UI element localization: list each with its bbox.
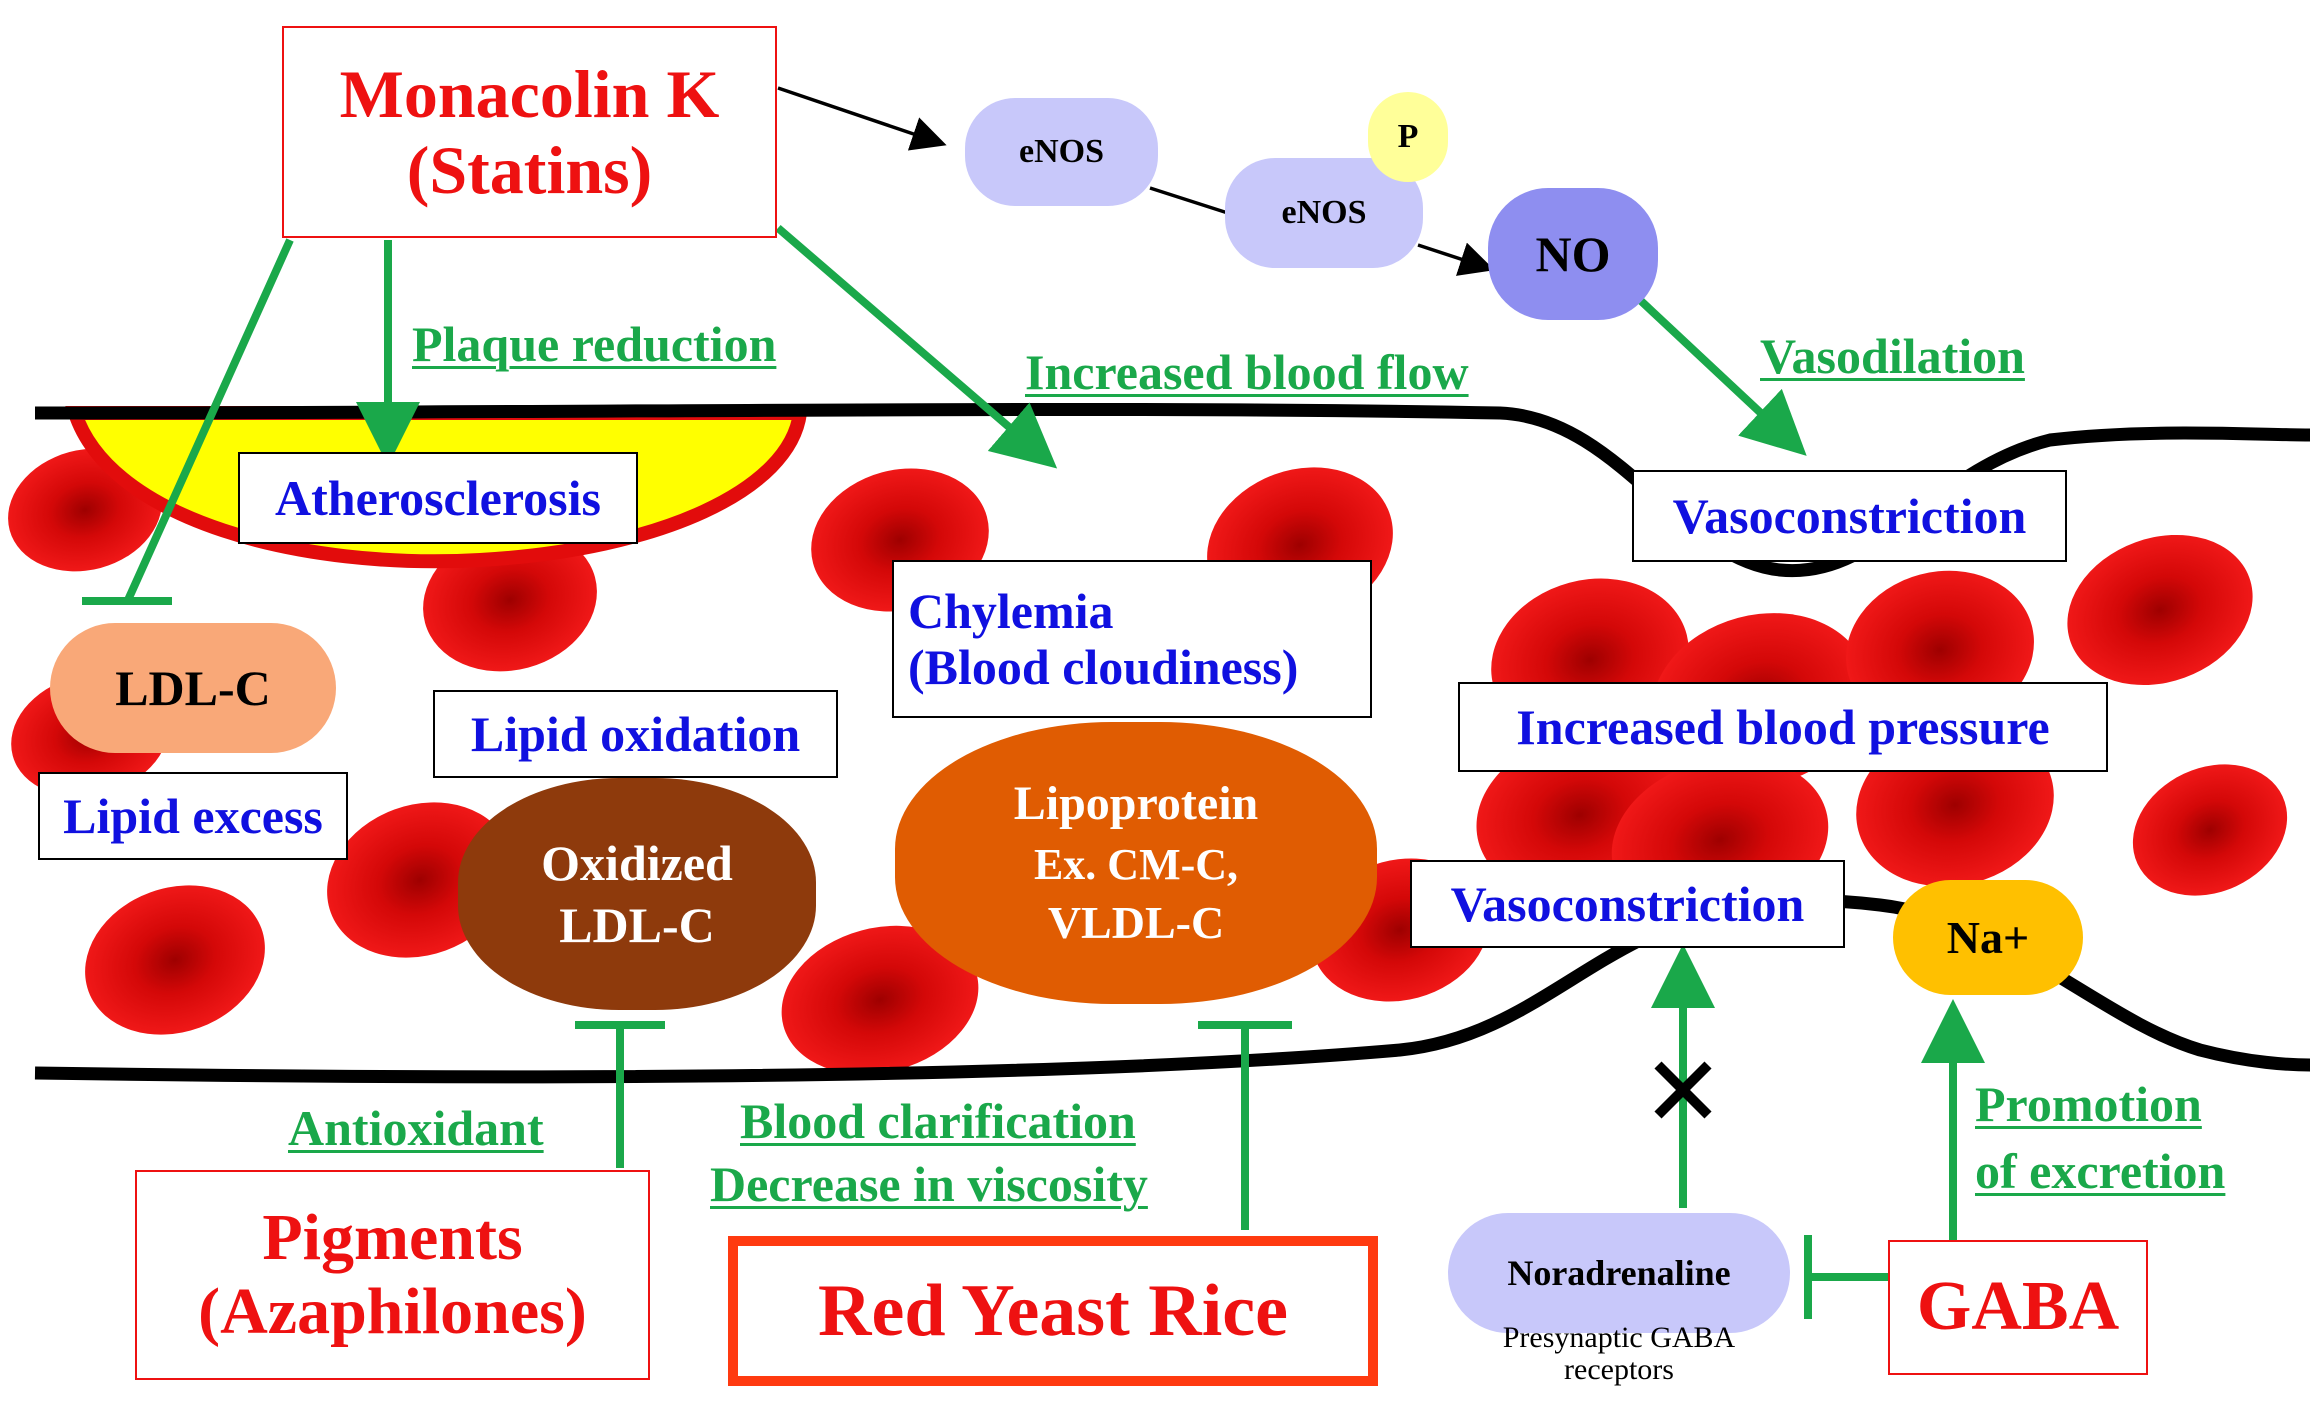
presynaptic-receptors-label: Presynaptic GABA receptors — [1448, 1322, 1790, 1385]
lipoprotein-label: Lipoprotein — [1013, 777, 1259, 831]
vasodilation-label: Vasodilation — [1760, 328, 2025, 384]
blood-cloudiness-label: (Blood cloudiness) — [908, 639, 1299, 695]
nitric-oxide-node: NO — [1488, 188, 1658, 320]
vasoconstriction-bottom-box: Vasoconstriction — [1410, 860, 1845, 948]
inhibition-bar — [1198, 1021, 1292, 1230]
azaphilones-label: (Azaphilones) — [198, 1275, 587, 1348]
gaba-box: GABA — [1888, 1240, 2148, 1375]
increased-blood-flow-label: Increased blood flow — [1025, 344, 1469, 400]
lipid-excess-box: Lipid excess — [38, 772, 348, 860]
inhibition-bar — [1804, 1235, 1888, 1319]
red-blood-cell — [2132, 764, 2288, 896]
block-cross-icon — [1654, 1061, 1712, 1119]
vldl-c-label: VLDL-C — [1047, 896, 1225, 948]
oxidized-ldl-node: Oxidized LDL-C — [458, 778, 816, 1010]
increased-blood-pressure-box: Increased blood pressure — [1458, 682, 2108, 772]
activation-arrow — [777, 86, 947, 151]
lipoprotein-example-label: Ex. CM-C, — [1033, 839, 1239, 889]
inhibition-bar — [82, 238, 294, 605]
phosphate-badge: P — [1368, 92, 1448, 182]
promotion-label: Promotion — [1975, 1076, 2202, 1132]
enos-node: eNOS — [965, 98, 1158, 206]
activation-arrow — [1637, 297, 1807, 456]
red-blood-cell — [85, 885, 265, 1035]
ldl-c-label: LDL-C — [559, 897, 715, 953]
atherosclerosis-box: Atherosclerosis — [238, 452, 638, 544]
oxidized-label: Oxidized — [541, 834, 733, 891]
pigments-box: Pigments (Azaphilones) — [135, 1170, 650, 1380]
chylemia-label: Chylemia — [908, 583, 1114, 639]
monacolin-k-box: Monacolin K (Statins) — [282, 26, 777, 238]
phosphorylated-enos-node: eNOS — [1225, 158, 1423, 268]
antioxidant-label: Antioxidant — [288, 1100, 544, 1156]
pigments-label: Pigments — [262, 1201, 523, 1275]
ldl-c-node: LDL-C — [50, 623, 336, 753]
inhibition-bar — [575, 1021, 665, 1168]
noradrenaline-node: Noradrenaline — [1448, 1213, 1790, 1333]
activation-arrow — [775, 224, 1058, 469]
receptors-label: receptors — [1564, 1352, 1674, 1386]
plaque-reduction-label: Plaque reduction — [412, 316, 777, 372]
red-yeast-rice-box: Red Yeast Rice — [728, 1236, 1378, 1386]
decrease-viscosity-label: Decrease in viscosity — [710, 1156, 1148, 1212]
vessel-wall-bottom — [34, 894, 2311, 1084]
statins-subtitle: (Statins) — [406, 132, 653, 208]
of-excretion-label: of excretion — [1975, 1143, 2226, 1199]
vasoconstriction-top-box: Vasoconstriction — [1632, 470, 2067, 562]
activation-arrow — [1417, 242, 1495, 276]
monacolin-k-title: Monacolin K — [339, 55, 720, 132]
blood-clarification-label: Blood clarification — [740, 1093, 1136, 1149]
red-blood-cell — [781, 925, 979, 1075]
chylemia-box: Chylemia (Blood cloudiness) — [892, 560, 1372, 718]
presynaptic-gaba-label: Presynaptic GABA — [1502, 1321, 1736, 1354]
lipid-oxidation-box: Lipid oxidation — [433, 690, 838, 778]
red-blood-cell — [2067, 534, 2253, 686]
lipoprotein-node: Lipoprotein Ex. CM-C, VLDL-C — [895, 722, 1377, 1004]
sodium-node: Na+ — [1893, 880, 2083, 995]
